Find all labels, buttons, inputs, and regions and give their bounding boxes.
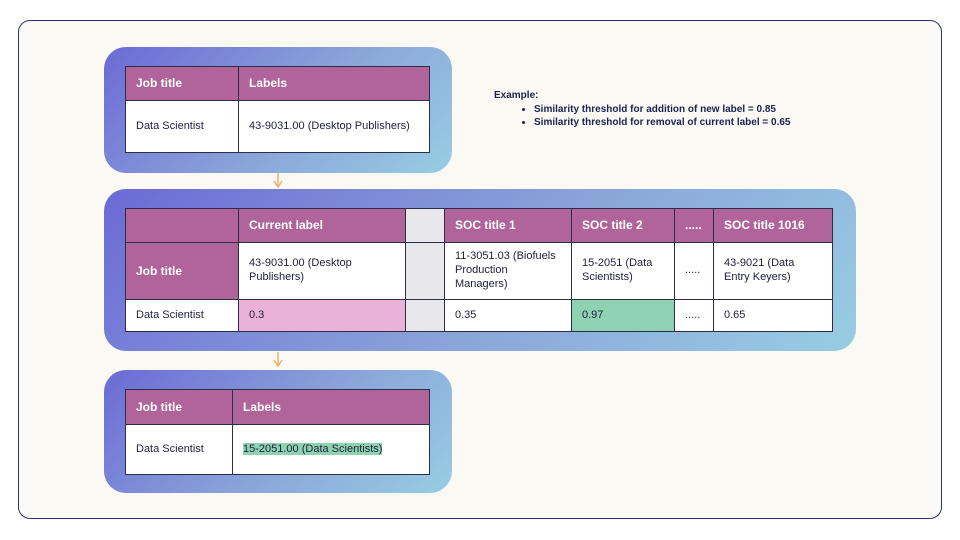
job-title-cell: Data Scientist [125, 424, 233, 475]
gap-cell [405, 299, 445, 332]
gap-column [405, 208, 445, 243]
soc-title-2-cell: 15-2051 (Data Scientists) [571, 242, 675, 300]
header-empty [125, 208, 239, 243]
job-title-cell: Data Scientist [125, 100, 239, 153]
down-arrow-icon [273, 352, 283, 368]
input-table: Job title Labels Data Scientist 43-9031.… [125, 66, 430, 153]
example-note: Example: Similarity threshold for additi… [494, 90, 790, 129]
header-job-title: Job title [125, 389, 233, 425]
example-title: Example: [494, 90, 539, 101]
current-label-score: 0.3 [238, 299, 406, 332]
header-labels: Labels [238, 66, 430, 101]
header-soc-title-1016: SOC title 1016 [713, 208, 833, 243]
current-label-title: 43-9031.00 (Desktop Publishers) [238, 242, 406, 300]
output-table: Job title Labels Data Scientist 15-2051.… [125, 389, 430, 475]
soc-title-1016-cell: 43-9021 (Data Entry Keyers) [713, 242, 833, 300]
job-title-cell: Data Scientist [125, 299, 239, 332]
header-ellipsis: ..... [674, 208, 714, 243]
header-current-label: Current label [238, 208, 406, 243]
header-soc-title-2: SOC title 2 [571, 208, 675, 243]
header-soc-title-1: SOC title 1 [444, 208, 572, 243]
example-list: Similarity threshold for addition of new… [494, 103, 790, 129]
soc-title-1-score: 0.35 [444, 299, 572, 332]
example-item: Similarity threshold for addition of new… [534, 103, 790, 116]
example-item: Similarity threshold for removal of curr… [534, 116, 790, 129]
header-labels: Labels [232, 389, 430, 425]
label-cell: 15-2051.00 (Data Scientists) [232, 424, 430, 475]
ellipsis-cell: ..... [674, 242, 714, 300]
ellipsis-score: ..... [674, 299, 714, 332]
label-cell: 43-9031.00 (Desktop Publishers) [238, 100, 430, 153]
header-job-title: Job title [125, 66, 239, 101]
soc-title-1016-score: 0.65 [713, 299, 833, 332]
gap-cell [405, 242, 445, 300]
similarity-table: Current label SOC title 1 SOC title 2 ..… [125, 208, 833, 332]
soc-title-2-score: 0.97 [571, 299, 675, 332]
down-arrow-icon [273, 173, 283, 189]
soc-title-1-cell: 11-3051.03 (Biofuels Production Managers… [444, 242, 572, 300]
new-label-highlight: 15-2051.00 (Data Scientists) [243, 442, 383, 455]
row-header-job-title: Job title [125, 242, 239, 300]
